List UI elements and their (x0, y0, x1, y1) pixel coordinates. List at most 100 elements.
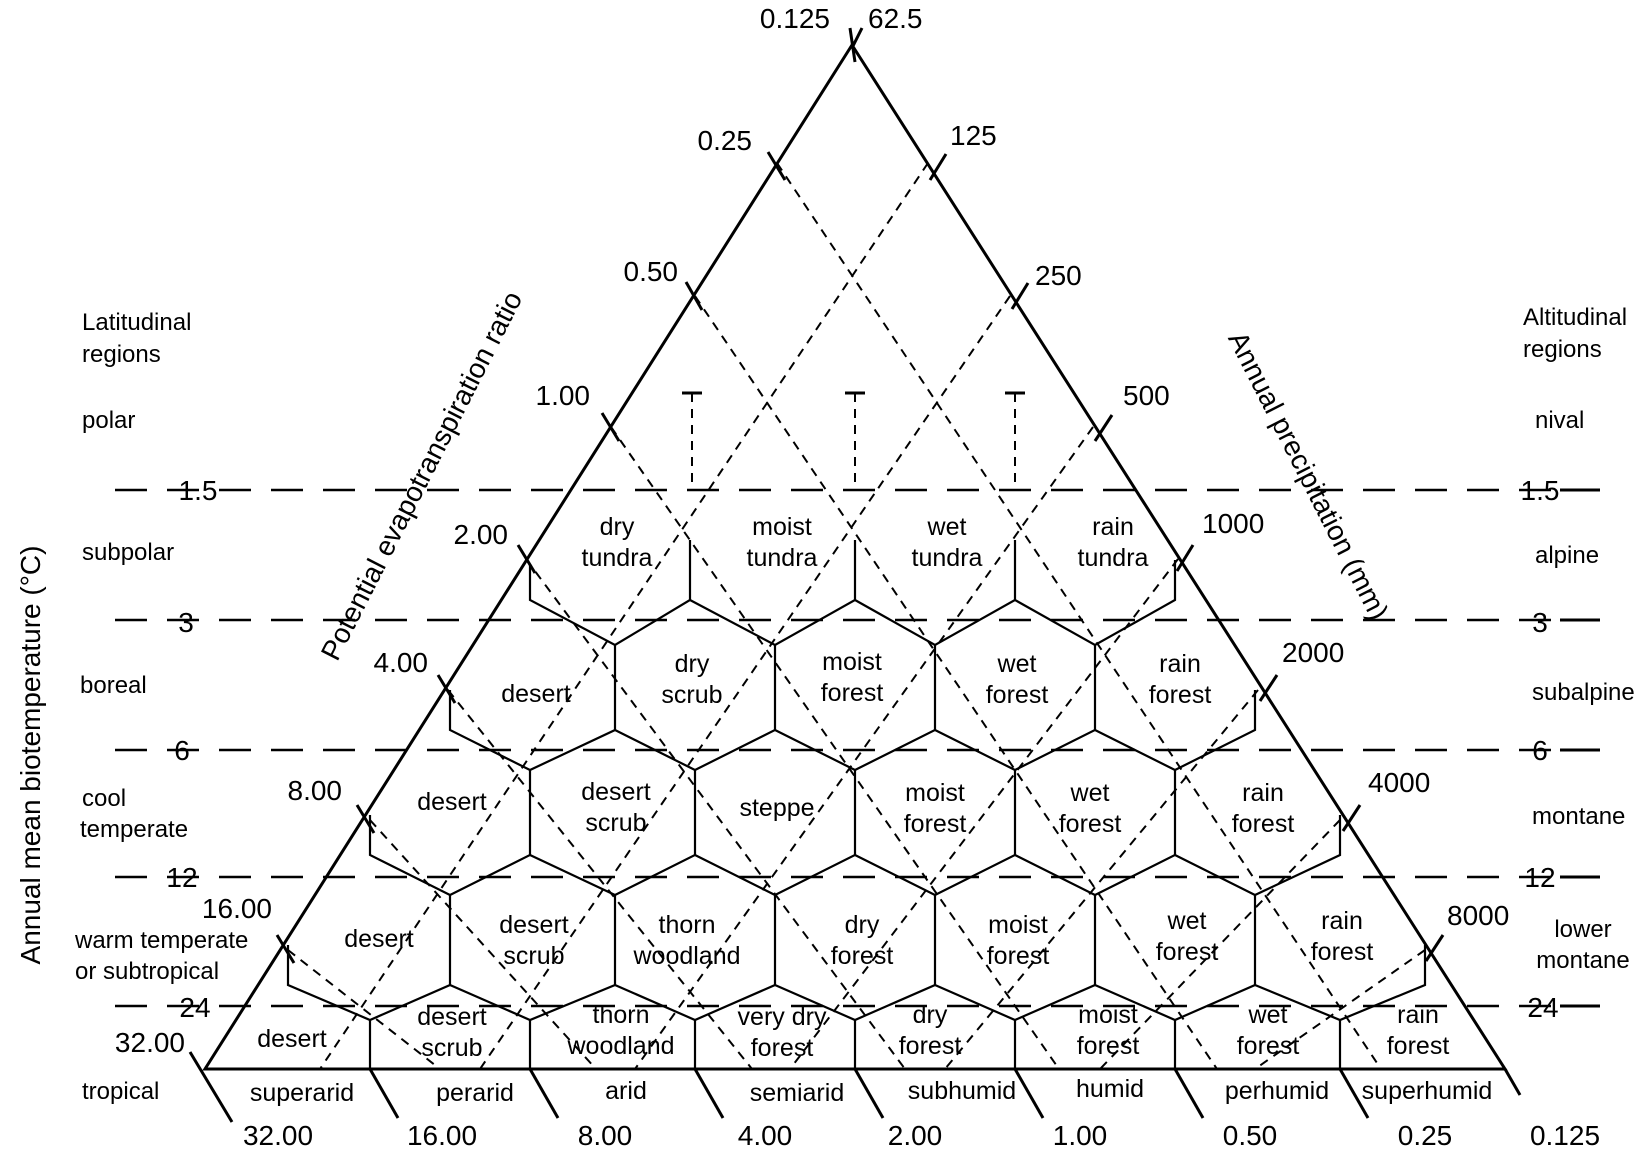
temperature-labels-left: 1.5 3 6 12 24 (166, 475, 217, 1023)
temperature-band-lines (115, 488, 1600, 1008)
zone-boundaries (286, 540, 1427, 1069)
bottom-tick-label: 8.00 (578, 1120, 633, 1151)
latitudinal-region: tropical (82, 1078, 159, 1105)
precip-guidelines (319, 162, 1426, 1070)
zone-label: desert (501, 680, 571, 708)
bottom-tick-label: 32.00 (243, 1120, 313, 1151)
bottom-tick-label: 1.00 (1053, 1120, 1108, 1151)
temperature-label: 24 (179, 992, 210, 1023)
latitudinal-region: polar (82, 407, 135, 434)
temperature-label: 3 (178, 607, 194, 638)
polar-markers (682, 391, 1025, 490)
pet-tick-label: 16.00 (202, 893, 272, 924)
humidity-province-label: humid (1076, 1075, 1144, 1103)
temperature-label: 12 (1524, 862, 1555, 893)
humidity-province-labels: superarid perarid arid semiarid subhumid… (250, 1075, 1492, 1107)
altitudinal-region: subalpine (1532, 679, 1635, 706)
precip-tick-label: 1000 (1202, 508, 1264, 539)
pet-tick-marks (188, 27, 857, 1123)
zone-label: desert (344, 925, 414, 953)
precip-tick-labels: 62.5 125 250 500 1000 2000 4000 8000 (868, 3, 1509, 931)
pet-tick-label: 0.125 (760, 3, 830, 34)
pet-tick-label: 0.50 (624, 256, 679, 287)
precip-tick-label: 500 (1123, 380, 1170, 411)
temperature-label: 1.5 (179, 475, 218, 506)
latitudinal-region: subpolar (82, 539, 174, 566)
altitudinal-region: alpine (1535, 542, 1599, 569)
humidity-province-label: perhumid (1225, 1077, 1329, 1105)
bottom-tick-labels: 32.00 16.00 8.00 4.00 2.00 1.00 0.50 0.2… (243, 1120, 1600, 1151)
bottom-tick-label: 2.00 (888, 1120, 943, 1151)
bottom-tick-label: 4.00 (738, 1120, 793, 1151)
precip-axis-title: Annual precipitation (mm) (1222, 327, 1394, 625)
left-axis-title: Annual mean biotemperature (°C) (15, 546, 46, 965)
humidity-province-label: superarid (250, 1079, 354, 1107)
temperature-labels-right: 1.5 3 6 12 24 (1521, 475, 1560, 1023)
temperature-label: 24 (1527, 992, 1558, 1023)
zone-label: desert (417, 788, 487, 816)
bottom-tick-label: 0.50 (1223, 1120, 1278, 1151)
precip-tick-label: 4000 (1368, 767, 1430, 798)
humidity-province-label: superhumid (1362, 1077, 1493, 1105)
temperature-label: 1.5 (1521, 475, 1560, 506)
precip-tick-label: 62.5 (868, 3, 923, 34)
precip-tick-label: 250 (1035, 260, 1082, 291)
humidity-province-label: subhumid (908, 1077, 1016, 1105)
altitudinal-region: nival (1535, 407, 1584, 434)
temperature-label: 6 (174, 735, 190, 766)
pet-tick-labels: 0.125 0.25 0.50 1.00 2.00 4.00 8.00 16.0… (115, 3, 830, 1058)
bottom-tick-label: 0.25 (1398, 1120, 1453, 1151)
precip-tick-label: 8000 (1447, 900, 1509, 931)
humidity-province-label: arid (605, 1077, 647, 1105)
humidity-province-label: semiarid (750, 1079, 844, 1107)
bottom-tick-label: 0.125 (1530, 1120, 1600, 1151)
altitudinal-region: montane (1532, 803, 1625, 830)
pet-tick-label: 32.00 (115, 1027, 185, 1058)
temperature-label: 6 (1532, 735, 1548, 766)
pet-tick-label: 8.00 (288, 775, 343, 806)
precip-tick-label: 125 (950, 120, 997, 151)
pet-tick-label: 2.00 (454, 519, 509, 550)
temperature-label: 12 (166, 862, 197, 893)
precip-tick-marks (850, 27, 1445, 962)
bottom-tick-marks (368, 1068, 1522, 1119)
